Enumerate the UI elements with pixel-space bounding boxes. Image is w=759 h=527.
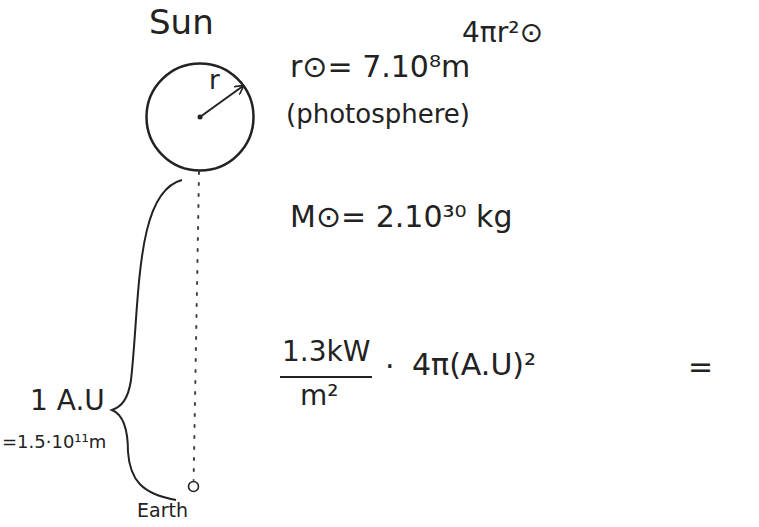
distance-value: =1.5·10¹¹m bbox=[2, 432, 106, 452]
circle-outline bbox=[145, 62, 255, 172]
distance-brace bbox=[112, 180, 182, 500]
operator: = bbox=[688, 350, 713, 383]
operator: · bbox=[385, 350, 395, 383]
earth-circle: Earth bbox=[187, 480, 200, 493]
node-heading: Sun bbox=[149, 4, 214, 41]
circle-outline bbox=[187, 480, 200, 493]
fraction-numerator: 1.3kW bbox=[282, 337, 370, 368]
mass-value: M⊙= 2.10³⁰ kg bbox=[290, 200, 513, 233]
sun-circle: Sunr bbox=[145, 62, 255, 172]
note-text: (photosphere) bbox=[286, 100, 470, 129]
formula-text: 4π(A.U)² bbox=[412, 348, 536, 381]
radius-value: r⊙= 7.10⁸m bbox=[290, 50, 470, 83]
formula-text: 4πr²⊙ bbox=[462, 18, 543, 49]
radius-label: r bbox=[209, 66, 220, 95]
distance-label: 1 A.U bbox=[30, 386, 105, 417]
center-dot bbox=[198, 115, 203, 120]
dotted-connector bbox=[194, 172, 199, 480]
fraction-denominator: m² bbox=[300, 381, 339, 412]
radius-arrow bbox=[200, 86, 243, 117]
fraction-bar bbox=[280, 376, 372, 378]
node-label: Earth bbox=[137, 500, 188, 521]
